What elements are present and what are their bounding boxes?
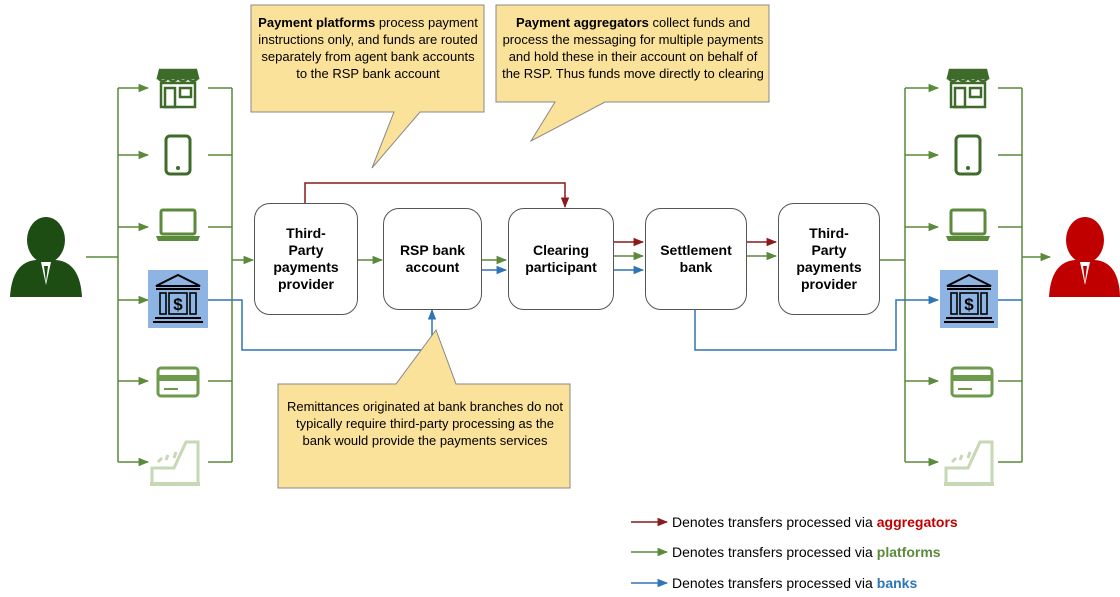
callout-platforms-bold: Payment platforms bbox=[258, 15, 376, 30]
callout-aggregators-shape bbox=[495, 4, 770, 143]
legend-platforms: Denotes transfers processed via platform… bbox=[672, 542, 941, 562]
laptop-icon bbox=[946, 208, 990, 241]
clearing-participant-label: Clearing participant bbox=[525, 242, 597, 275]
shop-icon bbox=[156, 68, 200, 109]
receiver-channel-connectors bbox=[880, 83, 1052, 467]
mobile-phone-icon bbox=[164, 134, 192, 176]
laptop-icon bbox=[156, 208, 200, 241]
svg-text:$: $ bbox=[173, 295, 183, 314]
aggregator-route-top bbox=[304, 182, 570, 209]
legend-aggregators-keyword: aggregators bbox=[876, 514, 958, 530]
bank-route-right bbox=[694, 295, 1022, 351]
third-party-provider-right-box: Third- Party payments provider bbox=[778, 203, 880, 315]
clearing-participant-box: Clearing participant bbox=[508, 208, 614, 310]
sender-person-icon bbox=[10, 217, 82, 297]
legend-banks: Denotes transfers processed via banks bbox=[672, 573, 917, 593]
inter-box-connectors bbox=[358, 237, 778, 275]
third-party-provider-left-box: Third- Party payments provider bbox=[254, 203, 358, 315]
legend-platforms-prefix: Denotes transfers processed via bbox=[672, 544, 873, 560]
callout-aggregators-rest: collect funds and process the messaging … bbox=[502, 15, 764, 81]
legend-platforms-keyword: platforms bbox=[876, 544, 941, 560]
bank-icon: $ bbox=[940, 270, 998, 328]
third-party-provider-left-label: Third- Party payments provider bbox=[273, 225, 339, 292]
legend-aggregators: Denotes transfers processed via aggregat… bbox=[672, 512, 958, 532]
legend-banks-prefix: Denotes transfers processed via bbox=[672, 575, 873, 591]
rsp-bank-account-box: RSP bank account bbox=[383, 208, 482, 310]
settlement-bank-box: Settlement bank bbox=[645, 208, 747, 310]
third-party-provider-right-label: Third- Party payments provider bbox=[796, 225, 862, 292]
svg-text:$: $ bbox=[964, 295, 974, 314]
callout-platforms-rest: process payment instructions only, and f… bbox=[258, 15, 478, 81]
cash-register-icon bbox=[150, 440, 200, 486]
callout-banks-body: Remittances originated at bank branches … bbox=[286, 399, 564, 448]
card-icon bbox=[950, 366, 994, 398]
legend-banks-keyword: banks bbox=[876, 575, 918, 591]
shop-icon bbox=[946, 68, 990, 109]
mobile-phone-icon bbox=[954, 134, 982, 176]
sender-channel-connectors bbox=[86, 83, 255, 467]
callout-banks-shape bbox=[277, 328, 571, 489]
cash-register-icon bbox=[944, 440, 994, 486]
callout-platforms-text: Payment platforms process payment instru… bbox=[256, 14, 480, 82]
legend-aggregators-prefix: Denotes transfers processed via bbox=[672, 514, 873, 530]
callout-aggregators-bold: Payment aggregators bbox=[515, 15, 649, 30]
callout-aggregators-text: Payment aggregators collect funds and pr… bbox=[500, 14, 766, 82]
callout-platforms-shape bbox=[250, 4, 485, 169]
settlement-bank-label: Settlement bank bbox=[660, 242, 732, 275]
callout-banks-text: Remittances originated at bank branches … bbox=[286, 398, 564, 449]
bank-icon: $ bbox=[148, 270, 208, 328]
rsp-bank-account-label: RSP bank account bbox=[399, 242, 466, 275]
receiver-person-icon bbox=[1049, 217, 1120, 297]
card-icon bbox=[156, 366, 200, 398]
